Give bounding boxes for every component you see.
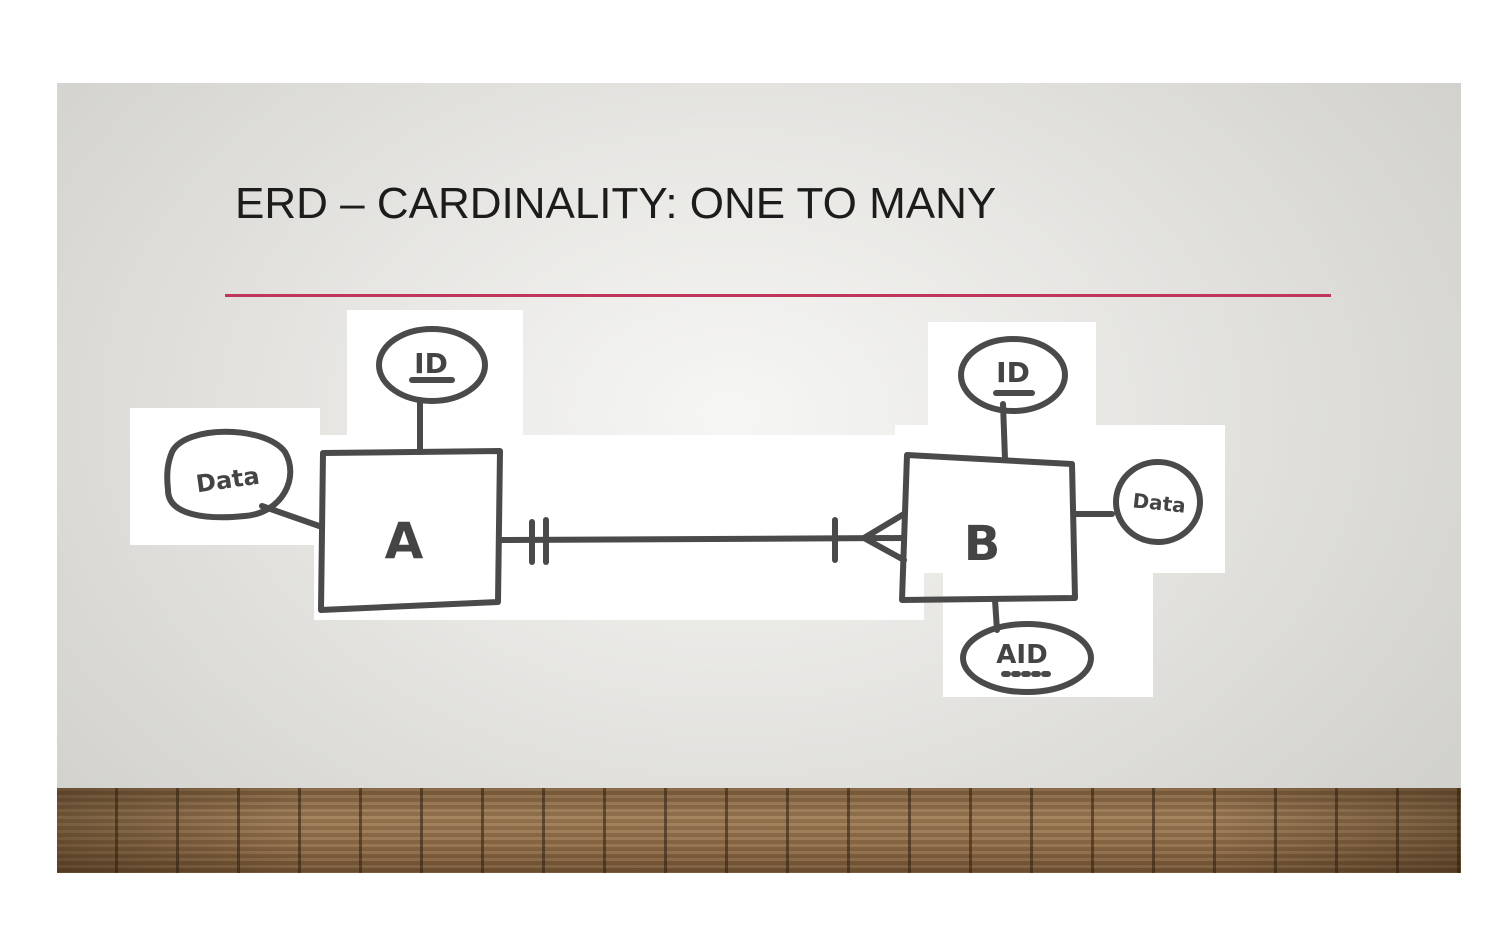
entity-b-data-attribute: Data <box>1071 459 1203 545</box>
title-divider <box>225 294 1331 297</box>
wood-floor <box>57 788 1461 873</box>
entity-a-id-attribute: ID <box>376 326 488 455</box>
entity-b: B <box>899 452 1078 603</box>
entity-b-data-label: Data <box>1132 488 1187 517</box>
entity-a-id-label: ID <box>414 347 448 380</box>
sketch-paper <box>130 310 1225 697</box>
crows-foot <box>861 511 907 563</box>
entity-a-label: A <box>385 512 424 570</box>
entity-b-aid-label: AID <box>996 640 1047 670</box>
entity-b-aid-attribute: AID <box>960 597 1094 695</box>
relationship-line <box>497 511 907 565</box>
entity-b-id-label: ID <box>996 356 1030 389</box>
entity-b-label: B <box>964 516 1001 572</box>
slide-title: ERD – CARDINALITY: ONE TO MANY <box>235 179 997 228</box>
entity-b-id-attribute: ID <box>958 336 1068 462</box>
entity-a: A <box>318 448 503 613</box>
